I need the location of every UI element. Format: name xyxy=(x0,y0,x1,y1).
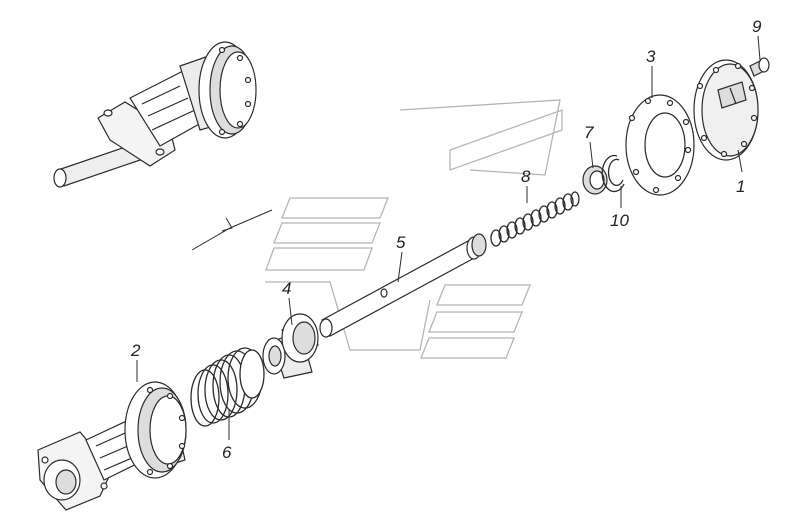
callout-6: 6 xyxy=(222,443,232,462)
callout-8: 8 xyxy=(521,167,531,186)
callout-10: 10 xyxy=(610,211,629,230)
part-1-cover-plate xyxy=(693,59,759,161)
part-3-gasket xyxy=(625,94,695,196)
leader-lines xyxy=(136,35,761,440)
part-2-valve-body xyxy=(37,381,187,511)
callout-3: 3 xyxy=(646,47,656,66)
callout-5: 5 xyxy=(396,233,406,252)
part-6-large-spring xyxy=(190,347,265,427)
part-9-bolt xyxy=(749,57,770,77)
direction-arrow xyxy=(191,209,273,251)
callout-7: 7 xyxy=(584,123,594,142)
watermark-logo xyxy=(265,99,563,359)
part-5-rod xyxy=(319,233,487,338)
callout-4: 4 xyxy=(282,279,291,298)
part-4-bushing xyxy=(262,313,319,379)
assembled-valve-unit xyxy=(53,41,257,188)
callout-9: 9 xyxy=(752,17,762,36)
part-7-washer xyxy=(582,165,608,195)
callout-2: 2 xyxy=(130,341,141,360)
callout-1: 1 xyxy=(736,177,745,196)
part-10-retaining-ring xyxy=(601,154,625,193)
callouts: 1 2 3 4 5 6 7 8 9 10 xyxy=(130,17,762,462)
part-8-small-spring xyxy=(490,191,580,247)
